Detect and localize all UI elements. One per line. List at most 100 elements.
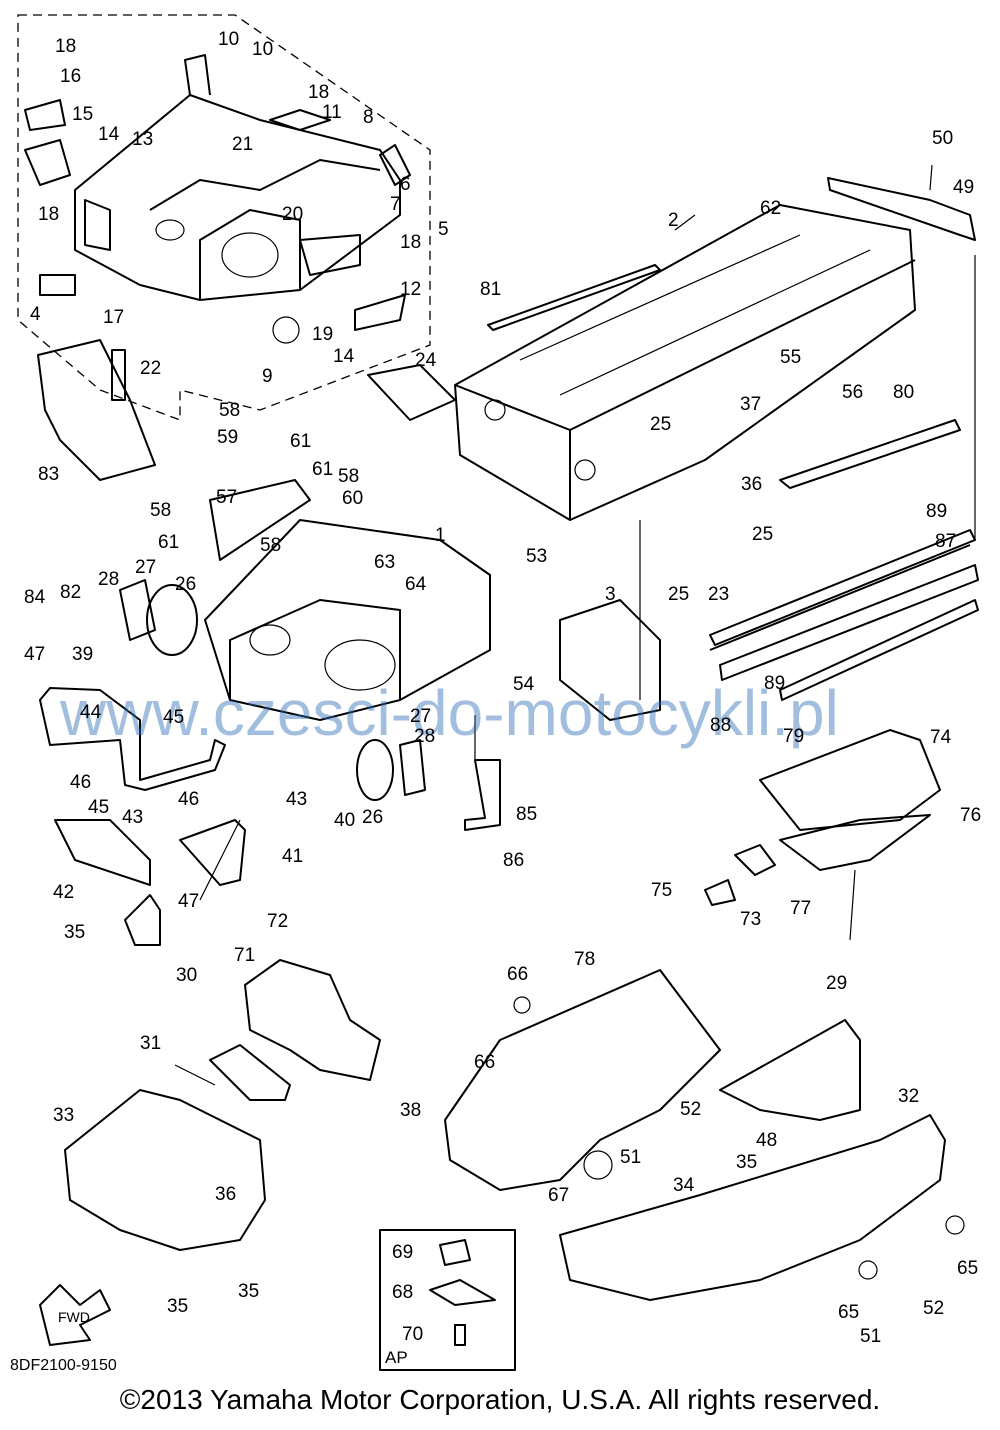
callout-35: 35 xyxy=(736,1152,757,1173)
callout-76: 76 xyxy=(960,805,981,826)
callout-26: 26 xyxy=(362,807,383,828)
callout-72: 72 xyxy=(267,911,288,932)
callout-89: 89 xyxy=(926,501,947,522)
callout-68: 68 xyxy=(392,1282,413,1303)
callout-3: 3 xyxy=(605,584,616,605)
callout-37: 37 xyxy=(740,394,761,415)
callout-27: 27 xyxy=(135,557,156,578)
callout-51: 51 xyxy=(620,1147,641,1168)
callout-89: 89 xyxy=(764,673,785,694)
callout-6: 6 xyxy=(400,174,411,195)
leader-lines xyxy=(174,164,976,1086)
callout-69: 69 xyxy=(392,1242,413,1263)
callout-63: 63 xyxy=(374,552,395,573)
callout-28: 28 xyxy=(98,569,119,590)
callout-44: 44 xyxy=(80,702,102,723)
callout-50: 50 xyxy=(932,128,953,149)
plate-73 xyxy=(734,844,776,876)
callout-25: 25 xyxy=(668,584,689,605)
callout-67: 67 xyxy=(548,1185,569,1206)
callout-74: 74 xyxy=(930,727,952,748)
callout-19: 19 xyxy=(312,324,333,345)
rails-87-88 xyxy=(709,529,979,701)
bolt-70 xyxy=(454,1324,466,1346)
callout-86: 86 xyxy=(503,850,524,871)
callout-52: 52 xyxy=(923,1298,944,1319)
callout-10: 10 xyxy=(218,29,239,50)
callout-73: 73 xyxy=(740,909,761,930)
bracket-68 xyxy=(429,1279,496,1306)
belly-pan-33 xyxy=(444,969,721,1191)
callout-71: 71 xyxy=(234,945,255,966)
callout-47: 47 xyxy=(24,644,45,665)
callout-35: 35 xyxy=(238,1281,259,1302)
panel-76 xyxy=(779,814,931,871)
callout-1: 1 xyxy=(435,525,446,546)
fwd-label: FWD xyxy=(58,1309,90,1325)
callout-62: 62 xyxy=(760,198,781,219)
plate-27-upper xyxy=(119,579,156,641)
ap-inset-box xyxy=(379,1229,516,1371)
bracket-42 xyxy=(54,819,151,886)
fwd-arrow: FWD xyxy=(39,1284,111,1346)
grommet-67 xyxy=(583,1150,613,1180)
callout-25: 25 xyxy=(752,524,773,545)
callout-75: 75 xyxy=(651,880,672,901)
strip-81 xyxy=(487,264,661,331)
callout-43: 43 xyxy=(122,807,143,828)
callout-27: 27 xyxy=(410,706,431,727)
callout-59: 59 xyxy=(217,427,238,448)
callout-10: 10 xyxy=(252,39,273,60)
callout-18: 18 xyxy=(38,204,59,225)
callout-42: 42 xyxy=(53,882,74,903)
panel-71-72 xyxy=(244,959,381,1081)
callout-17: 17 xyxy=(103,307,124,328)
callout-14: 14 xyxy=(333,346,355,367)
callout-30: 30 xyxy=(176,965,197,986)
bracket-30 xyxy=(124,894,161,946)
callout-56: 56 xyxy=(842,382,863,403)
callout-83: 83 xyxy=(38,464,59,485)
callout-85: 85 xyxy=(516,804,537,825)
callout-58: 58 xyxy=(150,500,171,521)
callout-23: 23 xyxy=(708,584,729,605)
callout-14: 14 xyxy=(98,124,120,145)
callout-58: 58 xyxy=(260,535,281,556)
callout-48: 48 xyxy=(756,1130,777,1151)
bracket-85 xyxy=(464,759,501,831)
callout-20: 20 xyxy=(282,204,303,225)
footrest-31 xyxy=(209,1044,291,1101)
callout-54: 54 xyxy=(513,674,535,695)
callout-18: 18 xyxy=(55,36,76,57)
callout-8: 8 xyxy=(363,107,374,128)
callout-28: 28 xyxy=(414,726,435,747)
callout-52: 52 xyxy=(680,1099,701,1120)
callout-51: 51 xyxy=(860,1326,881,1347)
callout-29: 29 xyxy=(826,973,847,994)
callout-13: 13 xyxy=(132,129,153,150)
strip-80 xyxy=(779,419,961,489)
panel-74 xyxy=(759,729,941,831)
callout-61: 61 xyxy=(290,431,311,452)
callout-4: 4 xyxy=(30,304,41,325)
grommet-65-b xyxy=(858,1260,878,1280)
callout-38: 38 xyxy=(400,1100,421,1121)
callout-82: 82 xyxy=(60,582,81,603)
callout-61: 61 xyxy=(158,532,179,553)
lower-pan-29 xyxy=(64,1089,266,1251)
callout-66: 66 xyxy=(474,1052,495,1073)
tunnel-2 xyxy=(454,204,916,521)
callout-58: 58 xyxy=(219,400,240,421)
callout-80: 80 xyxy=(893,382,914,403)
callout-22: 22 xyxy=(140,358,161,379)
callout-84: 84 xyxy=(24,587,46,608)
watermark: www.czesci-do-motocykli.pl xyxy=(59,677,839,749)
callout-33: 33 xyxy=(53,1105,74,1126)
cover-78 xyxy=(719,1019,861,1121)
callout-25: 25 xyxy=(650,414,671,435)
callout-34: 34 xyxy=(673,1175,695,1196)
gaiter-26-lower xyxy=(356,739,394,801)
callout-65: 65 xyxy=(957,1258,978,1279)
callout-35: 35 xyxy=(64,922,85,943)
callout-79: 79 xyxy=(783,726,804,747)
